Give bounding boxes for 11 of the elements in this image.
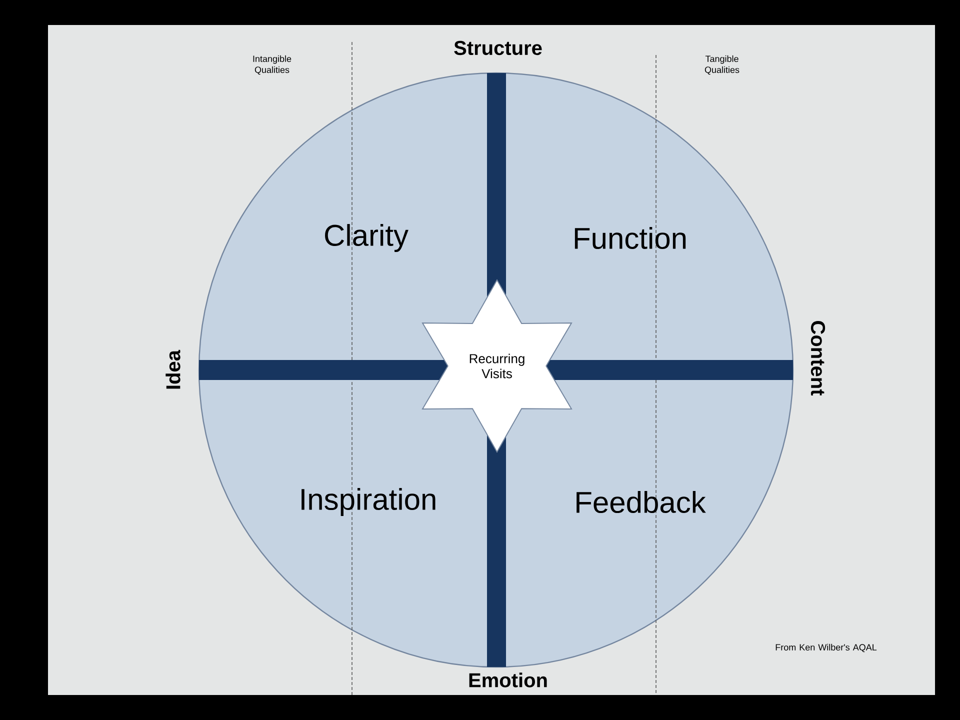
quadrant-label: Feedback [576,491,706,514]
column-heading: Tangible Qualities [704,55,740,75]
column-heading: Intangible Qualities [253,55,292,75]
axis-label: Structure [454,40,542,56]
axis-label: Idea [166,350,180,389]
quadrant-label: Function [574,227,686,250]
quadrant-label: Inspiration [302,488,436,516]
quadrant-label: Clarity [325,224,408,252]
source-note: From Ken Wilber's AQAL [776,644,877,652]
axis-label: Content [810,321,826,396]
axis-label: Emotion [469,672,547,688]
